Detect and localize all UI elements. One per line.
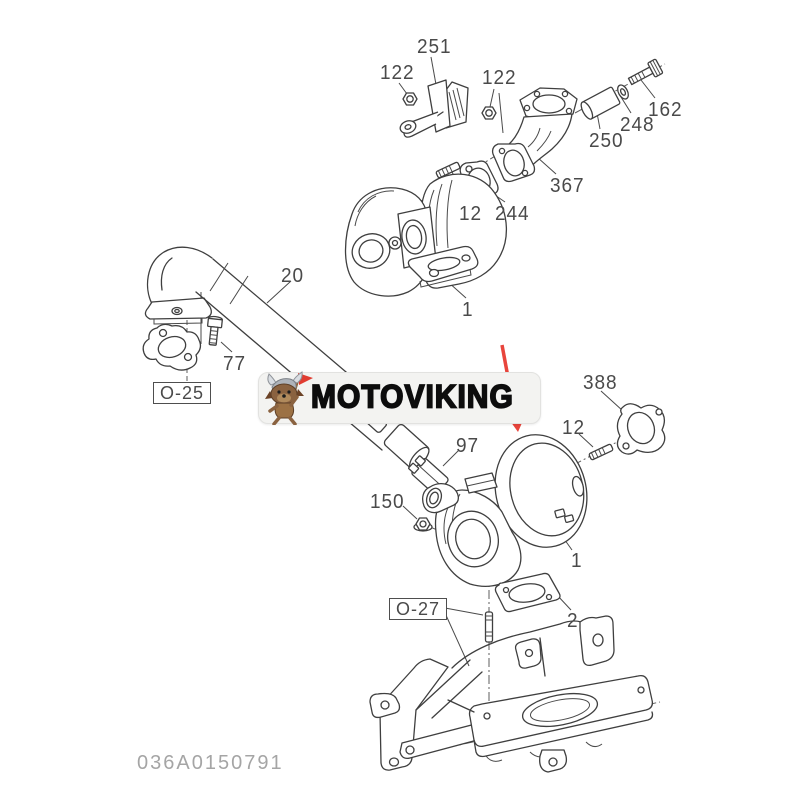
turbocharger-top-drawing xyxy=(344,173,508,297)
exhaust-pipe-20-drawing xyxy=(144,246,400,451)
viking-dog-mascot-icon xyxy=(265,371,313,425)
spacer-tube-250-drawing xyxy=(580,86,621,120)
stud-12-top-drawing xyxy=(435,161,461,179)
nut-122-left-drawing xyxy=(402,92,418,106)
drawing-code: 036A0150791 xyxy=(137,752,284,774)
exhaust-manifold-drawing xyxy=(369,615,654,773)
stud-o27-drawing xyxy=(484,611,494,643)
gasket-2-drawing xyxy=(494,572,561,613)
bolt-162-drawing xyxy=(627,58,664,86)
turbocharger-bottom-drawing xyxy=(422,434,588,587)
washer-248-drawing xyxy=(617,84,629,100)
gasket-388-drawing xyxy=(616,403,666,455)
bracket-251-drawing xyxy=(399,79,469,138)
hose-clamp-97-drawing xyxy=(408,455,449,495)
bolt-77-drawing xyxy=(207,315,223,346)
brand-name: MOTOVIKING xyxy=(310,379,514,416)
nut-122-right-drawing xyxy=(481,106,497,120)
leader-lines xyxy=(220,56,656,667)
motoviking-banner: MOTOVIKING xyxy=(258,371,541,425)
nut-150-drawing xyxy=(413,517,433,532)
stud-12-bottom-drawing xyxy=(588,443,614,461)
gasket-o25-drawing xyxy=(142,323,202,371)
elbow-pipe-367-drawing xyxy=(491,87,578,183)
